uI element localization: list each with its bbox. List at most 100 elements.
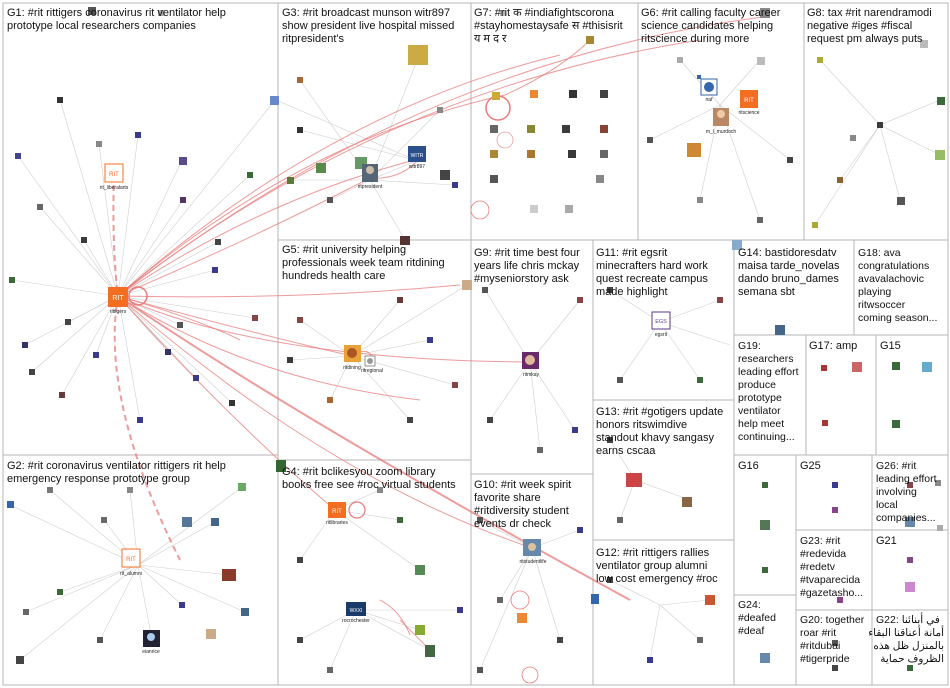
node-ritregional[interactable]: ritregional <box>361 355 383 374</box>
minor-node[interactable] <box>425 645 435 657</box>
minor-node[interactable] <box>490 125 498 133</box>
minor-node[interactable] <box>822 420 828 426</box>
minor-node[interactable] <box>821 365 827 371</box>
minor-node[interactable] <box>600 90 608 98</box>
minor-node[interactable] <box>193 375 199 381</box>
minor-node[interactable] <box>22 342 28 348</box>
minor-node[interactable] <box>832 665 838 671</box>
minor-node[interactable] <box>607 437 613 443</box>
minor-node[interactable] <box>211 518 219 526</box>
node-rocrochester[interactable]: WXXI rocrochester <box>342 602 370 624</box>
minor-node[interactable] <box>165 349 171 355</box>
minor-node[interactable] <box>437 107 443 113</box>
minor-node[interactable] <box>907 665 913 671</box>
minor-node[interactable] <box>647 137 653 143</box>
node-m-l-murdoch[interactable]: m_l_murdoch <box>706 108 737 135</box>
minor-node[interactable] <box>565 205 573 213</box>
minor-node[interactable] <box>922 362 932 372</box>
minor-node[interactable] <box>101 517 107 523</box>
minor-node[interactable] <box>832 640 838 646</box>
minor-node[interactable] <box>97 637 103 643</box>
minor-node[interactable] <box>517 613 527 623</box>
minor-node[interactable] <box>892 362 900 370</box>
minor-node[interactable] <box>415 565 425 575</box>
minor-node[interactable] <box>212 267 218 273</box>
minor-node[interactable] <box>600 150 608 158</box>
minor-node[interactable] <box>297 637 303 643</box>
minor-node[interactable] <box>57 97 63 103</box>
minor-node[interactable] <box>760 653 770 663</box>
minor-node[interactable] <box>877 122 883 128</box>
minor-node[interactable] <box>905 517 915 527</box>
minor-node[interactable] <box>252 315 258 321</box>
minor-node[interactable] <box>23 609 29 615</box>
minor-node[interactable] <box>492 92 500 100</box>
minor-node[interactable] <box>787 157 793 163</box>
minor-node[interactable] <box>562 125 570 133</box>
minor-node[interactable] <box>487 417 493 423</box>
minor-node[interactable] <box>316 163 326 173</box>
minor-node[interactable] <box>452 182 458 188</box>
minor-node[interactable] <box>222 569 236 581</box>
minor-node[interactable] <box>537 447 543 453</box>
minor-node[interactable] <box>937 525 943 531</box>
minor-node[interactable] <box>935 150 945 160</box>
minor-node[interactable] <box>477 667 483 673</box>
minor-node[interactable] <box>617 517 623 523</box>
node-witr897[interactable]: WITR witr897 <box>408 146 426 170</box>
node-ritstudentlife[interactable]: ritstudentlife <box>520 539 547 565</box>
minor-node[interactable] <box>626 473 642 487</box>
minor-node[interactable] <box>327 197 333 203</box>
node-ritscience[interactable]: RIT ritscience <box>738 90 760 116</box>
node-ritlibraries[interactable]: RIT ritlibraries <box>326 502 348 526</box>
minor-node[interactable] <box>400 236 410 245</box>
minor-node[interactable] <box>682 497 692 507</box>
minor-node[interactable] <box>29 369 35 375</box>
minor-node[interactable] <box>832 482 838 488</box>
minor-node[interactable] <box>415 625 425 635</box>
minor-node[interactable] <box>577 527 583 533</box>
avatar[interactable] <box>697 75 701 79</box>
minor-node[interactable] <box>600 125 608 133</box>
minor-node[interactable] <box>16 656 24 664</box>
minor-node[interactable] <box>527 125 535 133</box>
minor-node[interactable] <box>527 150 535 158</box>
minor-node[interactable] <box>59 392 65 398</box>
minor-node[interactable] <box>179 157 187 165</box>
minor-node[interactable] <box>477 517 483 523</box>
minor-node[interactable] <box>397 517 403 523</box>
minor-node[interactable] <box>568 150 576 158</box>
minor-node[interactable] <box>15 153 21 159</box>
minor-node[interactable] <box>677 57 683 63</box>
minor-node[interactable] <box>137 417 143 423</box>
minor-node[interactable] <box>497 597 503 603</box>
minor-node[interactable] <box>617 377 623 383</box>
minor-node[interactable] <box>238 483 246 491</box>
node-egsrit[interactable]: EGS egsrit <box>651 311 671 338</box>
node-naf[interactable]: naf <box>700 78 718 103</box>
minor-node[interactable] <box>177 322 183 328</box>
minor-node[interactable] <box>457 607 463 613</box>
node-ritmkay[interactable]: ritmkay <box>522 352 540 378</box>
minor-node[interactable] <box>247 172 253 178</box>
minor-node[interactable] <box>897 197 905 205</box>
minor-node[interactable] <box>530 205 538 213</box>
minor-node[interactable] <box>850 135 856 141</box>
minor-node[interactable] <box>837 177 843 183</box>
minor-node[interactable] <box>287 357 293 363</box>
minor-node[interactable] <box>482 287 488 293</box>
minor-node[interactable] <box>127 487 133 493</box>
avatar[interactable] <box>687 143 701 157</box>
minor-node[interactable] <box>732 240 742 250</box>
minor-node[interactable] <box>717 297 723 303</box>
minor-node[interactable] <box>9 277 15 283</box>
minor-node[interactable] <box>179 602 185 608</box>
node-ritpresident[interactable]: ritpresident <box>358 164 383 190</box>
minor-node[interactable] <box>407 417 413 423</box>
minor-node[interactable] <box>647 657 653 663</box>
minor-node[interactable] <box>892 420 900 428</box>
minor-node[interactable] <box>297 77 303 83</box>
minor-node[interactable] <box>762 482 768 488</box>
minor-node[interactable] <box>577 297 583 303</box>
node-ritdining[interactable]: ritdining <box>343 345 361 371</box>
